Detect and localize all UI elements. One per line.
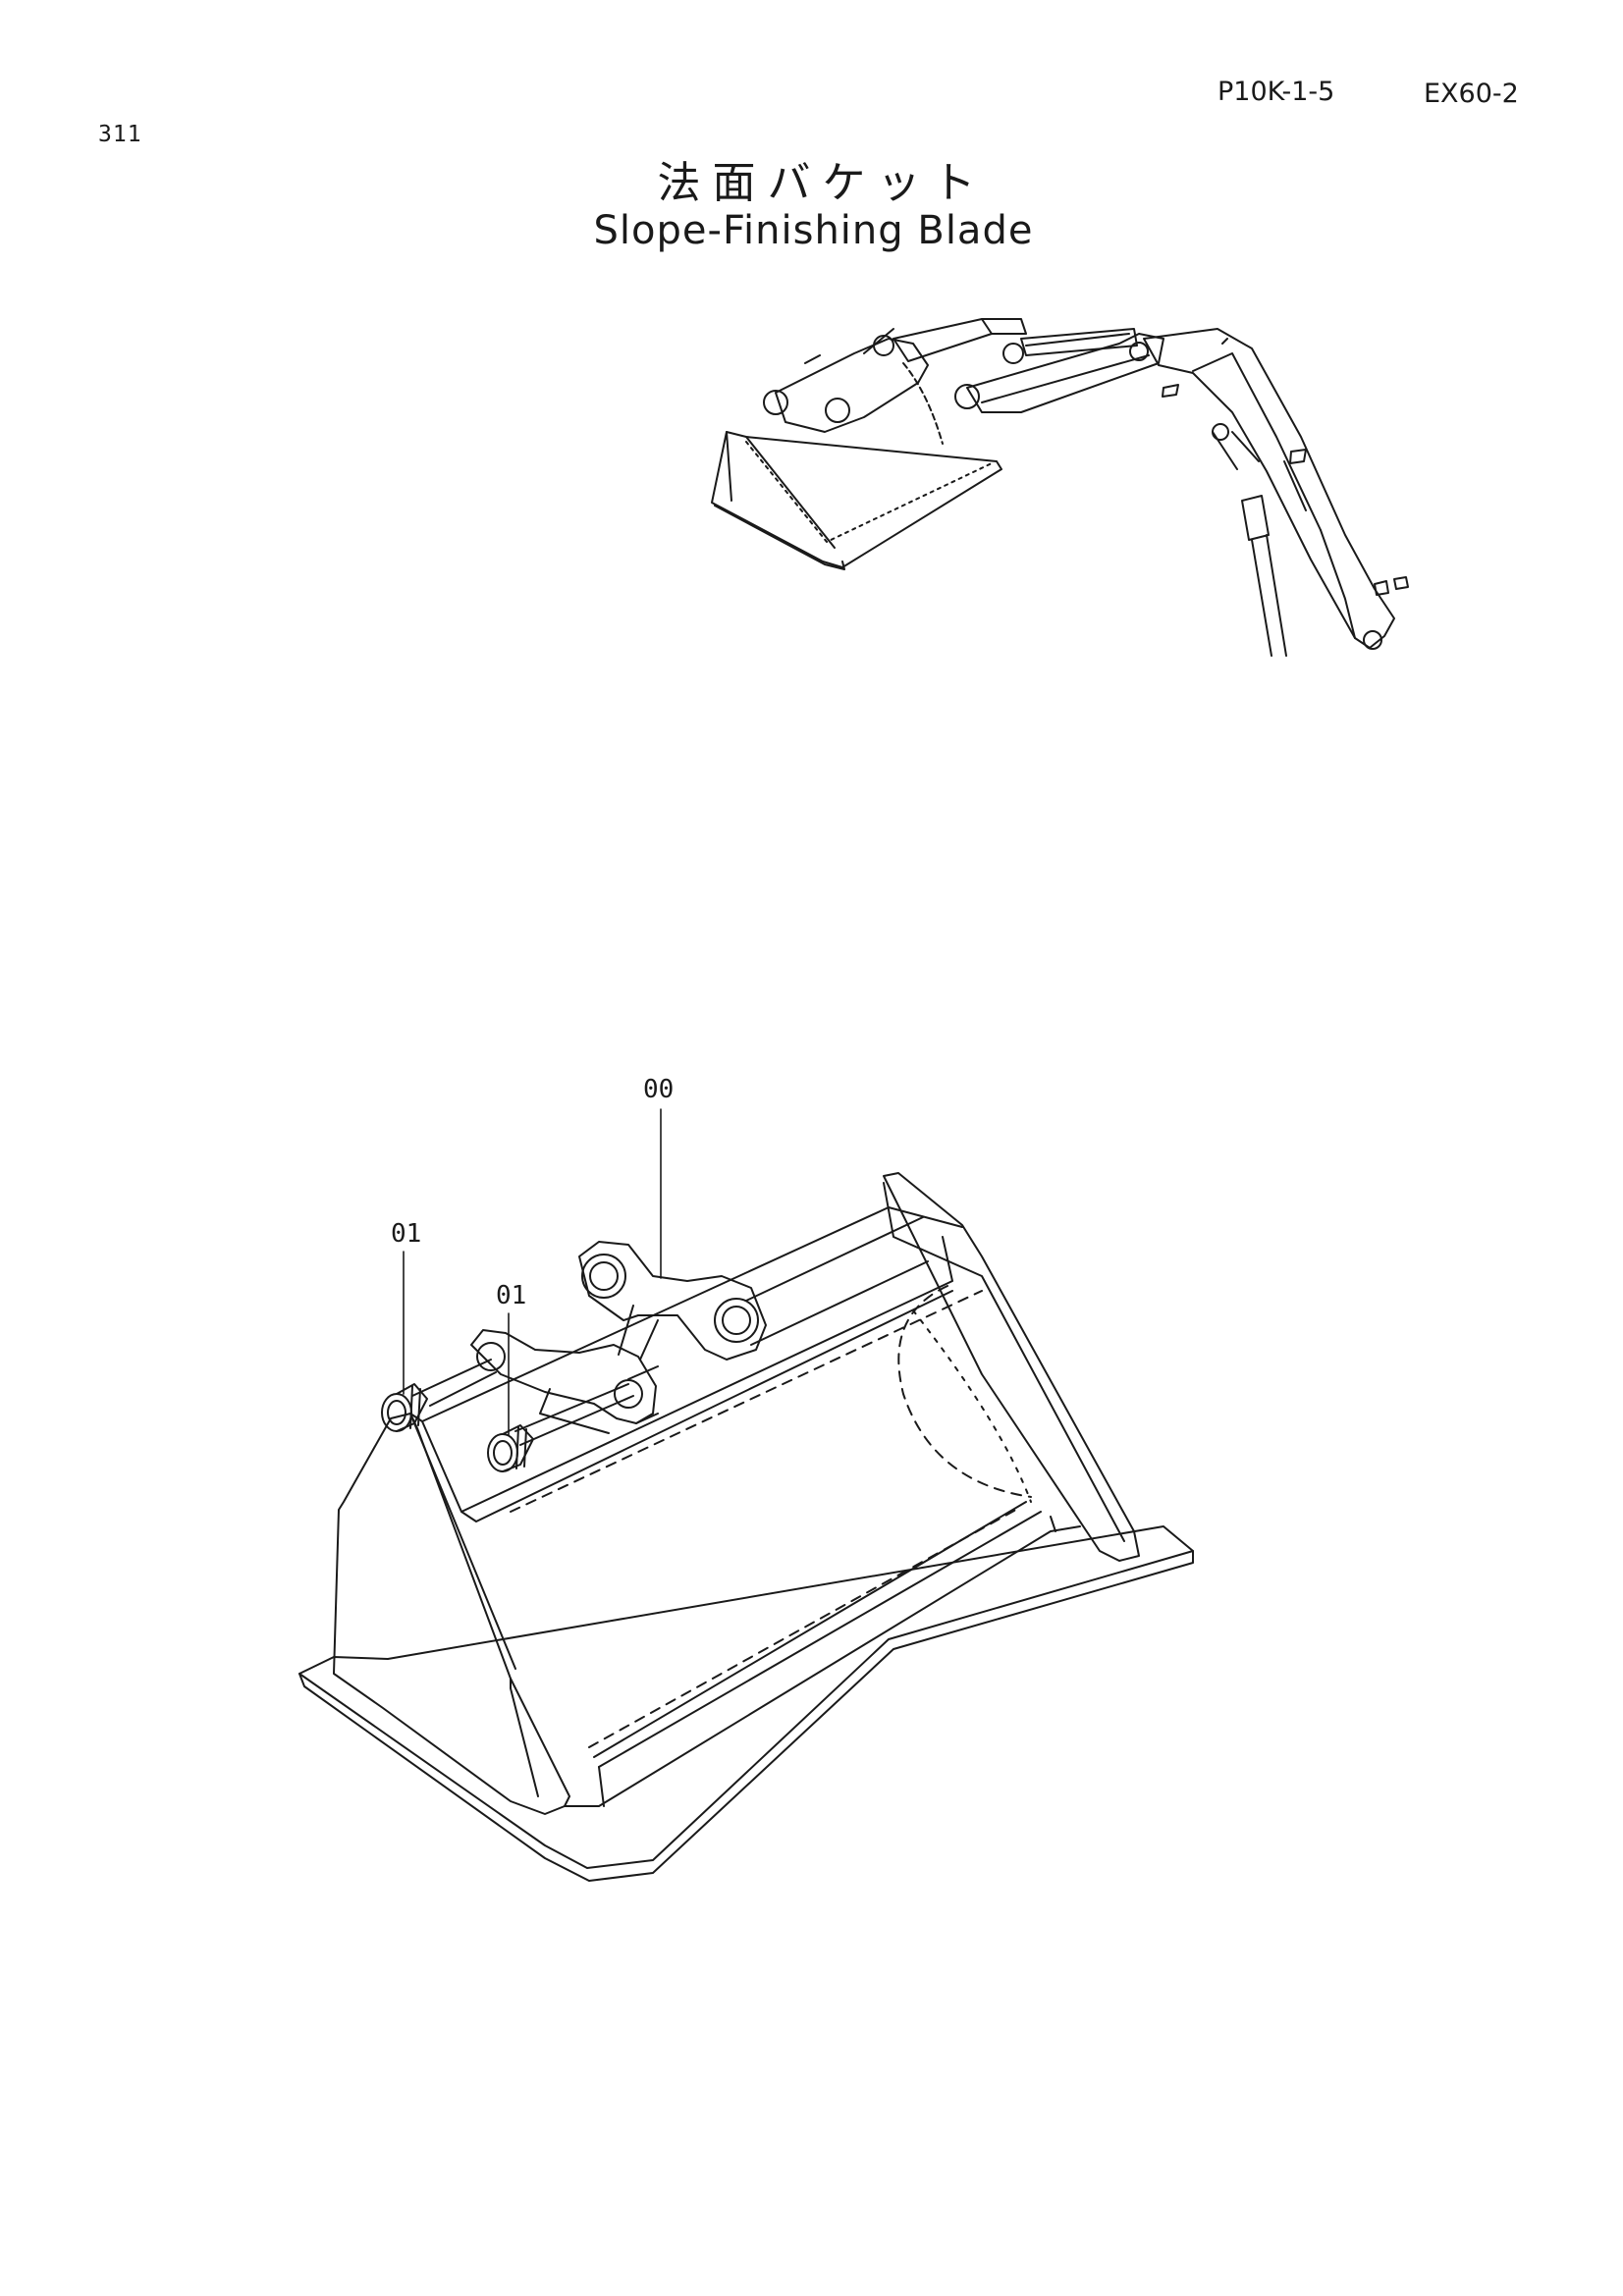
overview-drawing [712,319,1408,656]
section-code: P10K-1-5 [1217,77,1335,107]
overview-bucket [712,432,1001,567]
blade-base-plate [299,1526,1193,1868]
bushing-upper [382,1384,427,1431]
bushing-lower [488,1425,533,1471]
blade-inner-surface [898,1286,1031,1497]
callout-label: 00 [643,1075,675,1104]
blade-cutting-edge [565,1502,1080,1806]
overview-arm [967,334,1163,412]
callout-label: 01 [496,1281,527,1310]
blade-right-side [884,1173,1139,1561]
title-japanese: 法面バケット [657,158,988,208]
overview-arm-cylinder [1021,329,1137,355]
overview-bucket-base [715,432,844,569]
pin-tube-upper [746,1217,928,1345]
blade-left-side [334,1414,569,1814]
pin-shaft-lower [515,1384,633,1445]
bracket-plate-upper [579,1242,766,1360]
overview-bucket-inner [746,442,992,542]
main-blade-drawing [299,1109,1193,1881]
model-code: EX60-2 [1424,79,1519,109]
page-number: 311 [98,122,142,147]
overview-bucket-cylinder [893,319,1026,361]
overview-boom-cylinder [1213,432,1286,656]
pin-tube-lower [540,1366,658,1433]
overview-boom [1144,329,1394,648]
pin-shaft-upper [412,1360,496,1406]
overview-linkage [776,339,928,432]
bracket-plate-lower [471,1330,656,1423]
callout-label: 01 [391,1219,422,1249]
title-english: Slope-Finishing Blade [593,208,1034,253]
